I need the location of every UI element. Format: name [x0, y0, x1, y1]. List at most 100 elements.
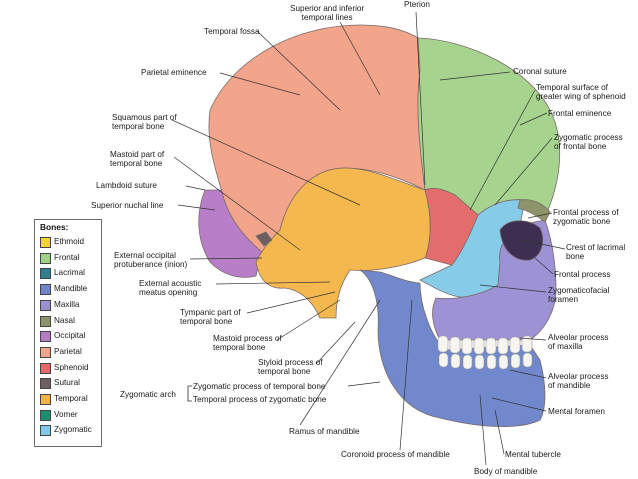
legend-swatch [40, 378, 51, 390]
label-coronal-suture: Coronal suture [513, 67, 567, 76]
label-external-acoustic: External acoustic meatus opening [139, 279, 202, 298]
label-mastoid-process: Mastoid process of temporal bone [213, 334, 282, 353]
legend-label: Nasal [54, 315, 75, 325]
upper-tooth [437, 335, 449, 353]
label-squamous-part: Squamous part of temporal bone [112, 113, 177, 132]
label-ramus: Ramus of mandible [289, 427, 360, 436]
legend-swatch [40, 315, 51, 327]
legend-swatch [40, 268, 51, 280]
lower-tooth [438, 352, 449, 368]
label-crest-lacrimal: Crest of lacrimal bone [566, 243, 626, 262]
legend-item: Nasal [40, 315, 100, 327]
upper-tooth [485, 337, 497, 355]
legend-label: Frontal [54, 252, 80, 262]
legend-label: Mandible [54, 284, 88, 294]
leader-line [399, 299, 413, 451]
upper-tooth [509, 336, 521, 354]
legend-label: Maxilla [54, 299, 80, 309]
orbit-opening [499, 220, 544, 261]
label-external-occipital: External occipital protuberance (inion) [114, 251, 188, 270]
leader-line [339, 21, 381, 96]
label-mental-tubercle: Mental tubercle [505, 450, 561, 459]
label-frontal-process-zygomatic: Frontal process of zygomatic bone [553, 208, 619, 227]
label-mastoid-part: Mastoid part of temporal bone [110, 150, 165, 169]
legend-label: Vomer [54, 409, 78, 419]
legend-swatch [40, 362, 51, 374]
leader-line [219, 72, 301, 96]
leader-line [347, 381, 381, 387]
leader-line [189, 257, 263, 260]
legend-item: Temporal [40, 393, 100, 405]
legend-item: Frontal [40, 252, 100, 264]
leader-line [494, 137, 553, 206]
upper-tooth [461, 337, 473, 355]
lower-tooth [510, 353, 521, 369]
lower-tooth [474, 354, 485, 370]
nasal-bone [517, 199, 551, 223]
label-styloid-process: Styloid process of temporal bone [258, 358, 323, 377]
legend-item: Lacrimal [40, 267, 100, 280]
teeth [437, 335, 533, 370]
label-lambdoid-suture: Lambdoid suture [96, 181, 157, 190]
zygomatic-arch-bracket [187, 385, 192, 402]
sutural-bone [255, 231, 273, 247]
legend-swatch [40, 331, 51, 343]
lower-tooth [450, 353, 461, 369]
legend-title: Bones: [40, 222, 69, 232]
label-alveolar-mandible: Alveolar process of mandible [548, 372, 609, 391]
lower-tooth [462, 354, 473, 370]
label-superior-nuchal-line: Superior nuchal line [91, 201, 164, 210]
leader-line [276, 299, 341, 341]
legend-item: Vomer [40, 409, 100, 421]
parietal-bone [208, 24, 426, 253]
leader-line [299, 299, 381, 426]
legend-swatch [40, 409, 51, 421]
label-zygomatic-process-frontal: Zygomatic process of frontal bone [554, 133, 623, 152]
legend-label: Sutural [54, 378, 80, 388]
legend-swatch [40, 299, 51, 311]
legend-swatch [40, 284, 51, 296]
legend-label: Parietal [54, 346, 82, 356]
leader-line [491, 397, 547, 412]
leader-line [519, 112, 548, 126]
label-temporal-process-zygomatic: Temporal process of zygomatic bone [193, 395, 327, 404]
legend-item: Maxilla [40, 299, 100, 311]
label-zygomatic-process-temporal: Zygomatic process of temporal bone [193, 382, 326, 391]
label-body-mandible: Body of mandible [474, 467, 538, 476]
legend-label: Lacrimal [54, 268, 85, 278]
legend-label: Ethmoid [54, 237, 85, 246]
leader-line [519, 337, 547, 341]
leader-line [521, 239, 566, 250]
leader-line [469, 89, 536, 211]
legend-item: Occipital [40, 330, 100, 343]
legend-item: Zygomatic [40, 424, 100, 437]
lower-tooth [522, 352, 533, 368]
leader-line [494, 409, 505, 455]
mandible-bone [359, 269, 546, 427]
legend-swatch [40, 394, 51, 405]
label-zygomatic-arch: Zygomatic arch [120, 390, 176, 399]
leader-line [509, 369, 547, 379]
label-temporal-surface: Temporal surface of greater wing of sphe… [536, 83, 626, 102]
label-coronoid: Coronoid process of mandible [341, 450, 450, 459]
leader-line [185, 185, 206, 191]
leader-line [171, 119, 361, 206]
label-frontal-process: Frontal process [554, 270, 611, 279]
upper-tooth [497, 337, 509, 355]
leader-line [315, 321, 356, 365]
legend-label: Sphenoid [54, 362, 89, 372]
upper-tooth [473, 337, 485, 355]
legend-swatch [40, 346, 51, 358]
label-frontal-eminence: Frontal eminence [548, 109, 612, 118]
label-mental-foramen: Mental foramen [548, 407, 605, 416]
label-alveolar-maxilla: Alveolar process of maxilla [548, 333, 609, 352]
upper-tooth [449, 336, 461, 354]
label-superior-inferior-temporal-lines: Superior and inferior temporal lines [290, 4, 365, 23]
legend-item: Ethmoid [40, 236, 100, 248]
upper-tooth [521, 335, 533, 353]
leader-line [479, 394, 487, 466]
legend-item: Parietal [40, 346, 100, 358]
legend-label: Occipital [54, 331, 86, 341]
